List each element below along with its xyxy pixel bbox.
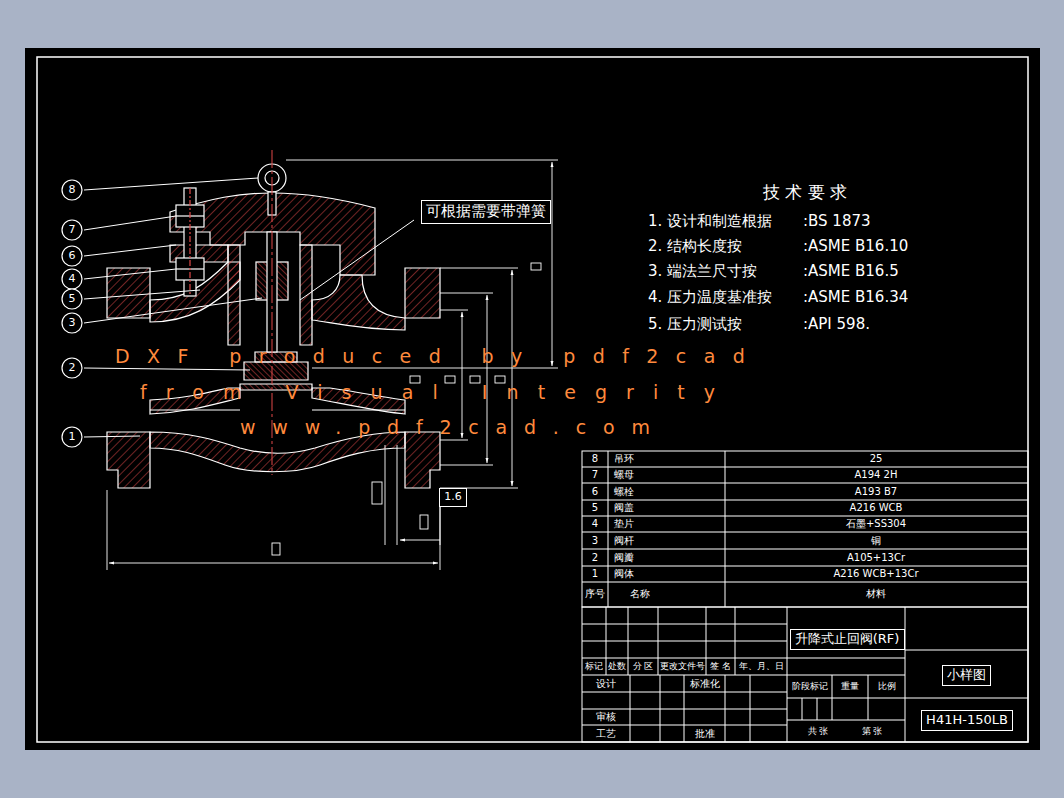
callout-number: 7 xyxy=(61,219,83,241)
requirement: 1. 设计和制造根据 xyxy=(648,213,772,230)
callout-text: 8 xyxy=(69,184,76,197)
callout-text: 4 xyxy=(69,273,76,286)
part-number: 2 xyxy=(592,552,598,564)
part-name: 阀盖 xyxy=(614,502,634,514)
title-block-cell: 工艺 xyxy=(596,728,616,740)
part-number: 1 xyxy=(592,568,598,580)
title-block-cell: 审核 xyxy=(596,711,616,723)
title-block-cell: 分 区 xyxy=(633,661,654,671)
parts-table xyxy=(582,451,1028,607)
title-block-cell: 第 张 xyxy=(862,726,883,736)
box-text: 小样图 xyxy=(947,668,986,683)
table-header: 材料 xyxy=(866,588,886,600)
note-box: 可根据需要带弹簧 xyxy=(421,200,551,224)
callout-number: 3 xyxy=(61,312,83,334)
heading: 技 术 要 求 xyxy=(763,183,847,203)
valve-section xyxy=(107,164,440,488)
callout-number: 5 xyxy=(61,288,83,310)
requirement-value: :ASME B16.34 xyxy=(803,289,908,306)
table-header: 序号 xyxy=(585,588,605,600)
title-block-cell: 批准 xyxy=(695,728,715,740)
callout-number: 1 xyxy=(61,426,83,448)
part-material: 石墨+SS304 xyxy=(846,518,906,530)
callout-text: 3 xyxy=(69,317,76,330)
requirement-value: :BS 1873 xyxy=(803,213,871,230)
title-block-cell: 处数 xyxy=(608,661,626,671)
callout-number: 8 xyxy=(61,179,83,201)
requirement-value: :ASME B16.5 xyxy=(803,263,899,280)
callout-number: 4 xyxy=(61,268,83,290)
requirement: 4. 压力温度基准按 xyxy=(648,289,772,306)
box-text: 升降式止回阀(RF) xyxy=(795,632,900,647)
part-number: 4 xyxy=(592,518,598,530)
part-name: 螺栓 xyxy=(614,486,634,498)
part-name: 垫片 xyxy=(614,518,634,530)
model-number-box: H41H-150LB xyxy=(921,710,1013,731)
title-block-cell: 更改文件号 xyxy=(660,661,705,671)
callout-text: 1 xyxy=(69,431,76,444)
title-box: 升降式止回阀(RF) xyxy=(790,629,905,650)
box-text: 1.6 xyxy=(444,491,462,504)
box-text: H41H-150LB xyxy=(926,713,1008,728)
title-block-cell: 重量 xyxy=(841,681,859,691)
watermark: DXF produced by pdf2cad xyxy=(115,346,762,368)
callout-text: 6 xyxy=(69,250,76,263)
callout-number: 2 xyxy=(61,357,83,379)
sheet xyxy=(25,48,1040,750)
drawing-type-box: 小样图 xyxy=(942,665,991,686)
part-name: 阀杆 xyxy=(614,535,634,547)
part-number: 3 xyxy=(592,535,598,547)
part-material: A194 2H xyxy=(855,469,898,481)
title-block-cell: 标记 xyxy=(585,661,603,671)
callout-text: 7 xyxy=(69,224,76,237)
part-name: 阀体 xyxy=(614,568,634,580)
part-material: A105+13Cr xyxy=(847,552,905,564)
part-material: A216 WCB+13Cr xyxy=(833,568,918,580)
part-name: 吊环 xyxy=(614,453,634,465)
part-name: 阀瓣 xyxy=(614,552,634,564)
requirement: 2. 结构长度按 xyxy=(648,238,742,255)
sheet-border xyxy=(37,57,1028,742)
title-block xyxy=(582,607,1028,742)
title-block-cell: 设计 xyxy=(596,678,616,690)
title-block-cell: 签 名 xyxy=(710,661,731,671)
table-header: 名称 xyxy=(630,588,650,600)
callout-text: 2 xyxy=(69,362,76,375)
part-material: A193 B7 xyxy=(855,486,897,498)
part-number: 6 xyxy=(592,486,598,498)
title-block-cell: 标准化 xyxy=(690,678,720,690)
watermark: www.pdf2cad.com xyxy=(240,417,667,439)
box-text: 可根据需要带弹簧 xyxy=(426,203,546,220)
title-block-cell: 年、月、日 xyxy=(739,661,784,671)
requirement: 3. 端法兰尺寸按 xyxy=(648,263,757,280)
callout-number: 6 xyxy=(61,245,83,267)
requirement-value: :ASME B16.10 xyxy=(803,238,908,255)
title-block-cell: 阶段标记 xyxy=(792,681,828,691)
part-number: 5 xyxy=(592,502,598,514)
part-material: A216 WCB xyxy=(850,502,903,514)
requirement: 5. 压力测试按 xyxy=(648,316,742,333)
requirement-value: :API 598. xyxy=(803,316,870,333)
callout-text: 5 xyxy=(69,293,76,306)
roughness-box: 1.6 xyxy=(439,488,467,507)
title-block-cell: 比例 xyxy=(878,681,896,691)
part-number: 7 xyxy=(592,469,598,481)
part-name: 螺母 xyxy=(614,469,634,481)
watermark: from Visual Integrity xyxy=(140,382,734,404)
part-material: 铜 xyxy=(871,535,881,547)
part-material: 25 xyxy=(870,453,883,465)
part-number: 8 xyxy=(592,453,598,465)
title-block-cell: 共 张 xyxy=(808,726,829,736)
